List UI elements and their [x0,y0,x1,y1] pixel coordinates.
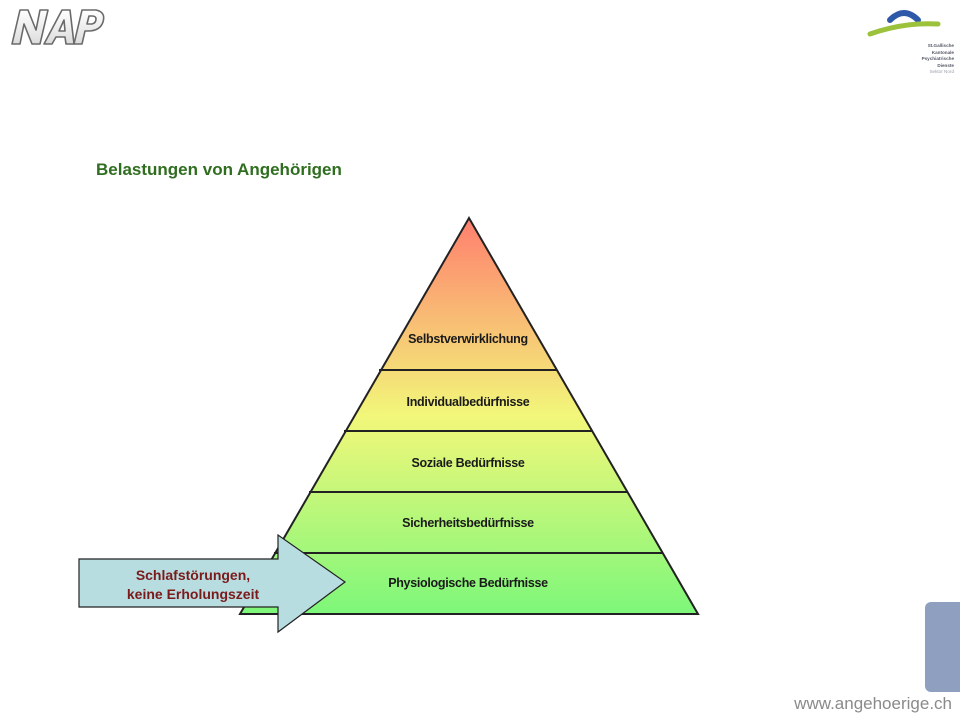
pyramid-shape [238,216,700,615]
clinic-line: St.Gallische [927,43,954,48]
clinic-logo-text: St.Gallische Kantonale Psychiatrische Di… [900,43,954,76]
clinic-logo [867,10,941,37]
pyramid-level-label: Sicherheitsbedürfnisse [402,516,534,530]
callout-line1: Schlafstörungen, [136,567,250,583]
page-title: Belastungen von Angehörigen [96,160,342,179]
callout-arrow [78,533,347,634]
callout-line2: keine Erholungszeit [127,586,260,602]
pyramid-level-label: Selbstverwirklichung [408,332,528,346]
footer-url: www.angehoerige.ch [794,694,952,713]
nap-logo [11,9,105,45]
clinic-line: Sektor Nord [929,69,954,75]
clinic-line: Kantonale [931,49,954,55]
pyramid-level-label: Physiologische Bedürfnisse [388,576,548,590]
clinic-line: Psychiatrische [921,56,954,62]
side-tab [925,602,960,692]
pyramid-level-label: Individualbedürfnisse [407,395,530,409]
clinic-line: Dienste [937,62,954,68]
pyramid-level-label: Soziale Bedürfnisse [411,456,524,470]
